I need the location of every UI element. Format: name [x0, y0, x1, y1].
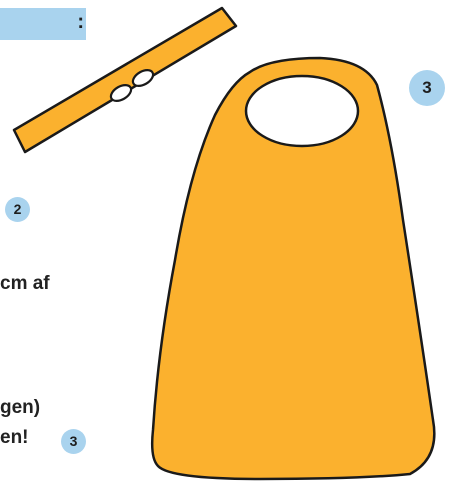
instruction-line-2: gen) — [0, 397, 40, 419]
step-badge-text: 3 — [61, 429, 86, 454]
strap-shape — [14, 8, 236, 152]
instruction-line-3: en! — [0, 427, 29, 449]
cape-neck-hole — [246, 76, 358, 146]
step-badge-strap: 2 — [5, 197, 30, 222]
strap-illustration — [14, 8, 236, 152]
cape-illustration — [152, 58, 434, 479]
step-badge-cape: 3 — [409, 70, 445, 106]
instruction-line-1: cm af — [0, 273, 50, 295]
